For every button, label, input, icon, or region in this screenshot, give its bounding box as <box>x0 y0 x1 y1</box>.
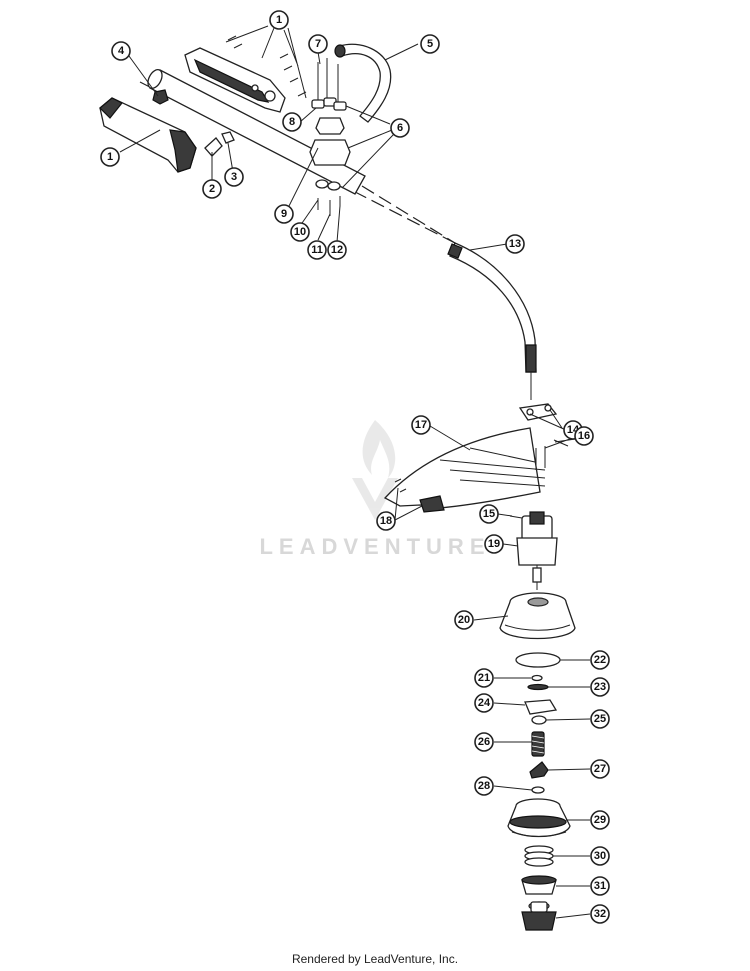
svg-text:4: 4 <box>118 45 125 57</box>
trigger-parts <box>204 131 235 157</box>
callout-18: 18 <box>376 511 396 531</box>
svg-text:21: 21 <box>478 672 490 684</box>
svg-text:8: 8 <box>289 116 295 128</box>
callout-2: 2 <box>202 179 222 199</box>
svg-text:5: 5 <box>427 38 433 50</box>
svg-text:16: 16 <box>578 430 590 442</box>
watermark-logo <box>352 420 398 520</box>
guard-screws <box>535 439 569 470</box>
callout-16: 16 <box>574 426 594 446</box>
callout-32: 32 <box>590 904 610 924</box>
svg-text:18: 18 <box>380 515 392 527</box>
svg-text:1: 1 <box>276 14 282 26</box>
callout-20: 20 <box>454 610 474 630</box>
leader-lines <box>119 25 591 919</box>
spring-30 <box>524 845 554 867</box>
ratchet-24 <box>524 699 558 715</box>
callout-15: 15 <box>479 504 499 524</box>
washer-23 <box>527 683 549 691</box>
svg-text:10: 10 <box>294 226 306 238</box>
spring-26 <box>531 731 545 757</box>
callout-29: 29 <box>590 810 610 830</box>
bump-knob-32 <box>521 901 557 931</box>
callout-23: 23 <box>590 677 610 697</box>
callout-9: 9 <box>274 204 294 224</box>
svg-text:22: 22 <box>594 654 606 666</box>
handle-screws <box>227 35 307 97</box>
svg-text:6: 6 <box>397 122 403 134</box>
footer-credit: Rendered by LeadVenture, Inc. <box>291 952 459 966</box>
ring-28 <box>531 786 545 794</box>
callout-1a: 1 <box>269 10 289 30</box>
svg-text:20: 20 <box>458 614 470 626</box>
callout-6: 6 <box>390 118 410 138</box>
svg-text:13: 13 <box>509 238 521 250</box>
svg-text:28: 28 <box>478 780 490 792</box>
lower-shaft <box>447 242 537 400</box>
shaft-connection-line <box>361 185 456 244</box>
svg-text:31: 31 <box>594 880 606 892</box>
upper-shaft <box>139 69 456 244</box>
callout-21: 21 <box>474 668 494 688</box>
svg-text:17: 17 <box>415 419 427 431</box>
callout-7: 7 <box>308 34 328 54</box>
svg-text:15: 15 <box>483 508 495 520</box>
svg-text:1: 1 <box>107 151 113 163</box>
watermark: LEADVENTURE <box>259 534 491 559</box>
callout-26: 26 <box>474 732 494 752</box>
svg-text:12: 12 <box>331 244 343 256</box>
guard-clamp <box>518 403 558 421</box>
spool-29 <box>507 798 571 838</box>
upper-handle-housing <box>184 47 286 113</box>
callout-13: 13 <box>505 234 525 254</box>
svg-text:26: 26 <box>478 736 490 748</box>
head-ring <box>515 652 561 668</box>
callout-11: 11 <box>307 240 327 260</box>
svg-text:9: 9 <box>281 208 287 220</box>
callout-3: 3 <box>224 167 244 187</box>
callout-22: 22 <box>590 650 610 670</box>
washer-21 <box>531 674 543 682</box>
callout-4: 4 <box>111 41 131 61</box>
svg-text:32: 32 <box>594 908 606 920</box>
callout-28: 28 <box>474 776 494 796</box>
callout-19: 19 <box>484 534 504 554</box>
part-15-screw <box>509 515 523 519</box>
svg-text:24: 24 <box>478 697 491 709</box>
svg-text:3: 3 <box>231 171 237 183</box>
svg-text:11: 11 <box>311 244 323 256</box>
svg-text:29: 29 <box>594 814 606 826</box>
head-cover <box>499 592 576 640</box>
callout-30: 30 <box>590 846 610 866</box>
svg-text:23: 23 <box>594 681 606 693</box>
svg-text:25: 25 <box>594 713 606 725</box>
callout-12: 12 <box>327 240 347 260</box>
callout-27: 27 <box>590 759 610 779</box>
svg-text:2: 2 <box>209 183 215 195</box>
part-31 <box>521 875 557 895</box>
handle-clamp <box>309 58 351 216</box>
part-27 <box>529 761 549 779</box>
svg-text:27: 27 <box>594 763 606 775</box>
callout-8: 8 <box>282 112 302 132</box>
loop-handle <box>334 43 392 123</box>
callout-17: 17 <box>411 415 431 435</box>
callout-25: 25 <box>590 709 610 729</box>
callout-24: 24 <box>474 693 494 713</box>
svg-text:7: 7 <box>315 38 321 50</box>
callout-31: 31 <box>590 876 610 896</box>
callout-10: 10 <box>290 222 310 242</box>
callout-5: 5 <box>420 34 440 54</box>
callout-1b: 1 <box>100 147 120 167</box>
svg-text:19: 19 <box>488 538 500 550</box>
svg-text:30: 30 <box>594 850 606 862</box>
debris-guard <box>383 427 546 513</box>
washer-25 <box>531 715 547 725</box>
gear-head <box>516 511 558 590</box>
rear-handle-grip <box>99 97 197 173</box>
